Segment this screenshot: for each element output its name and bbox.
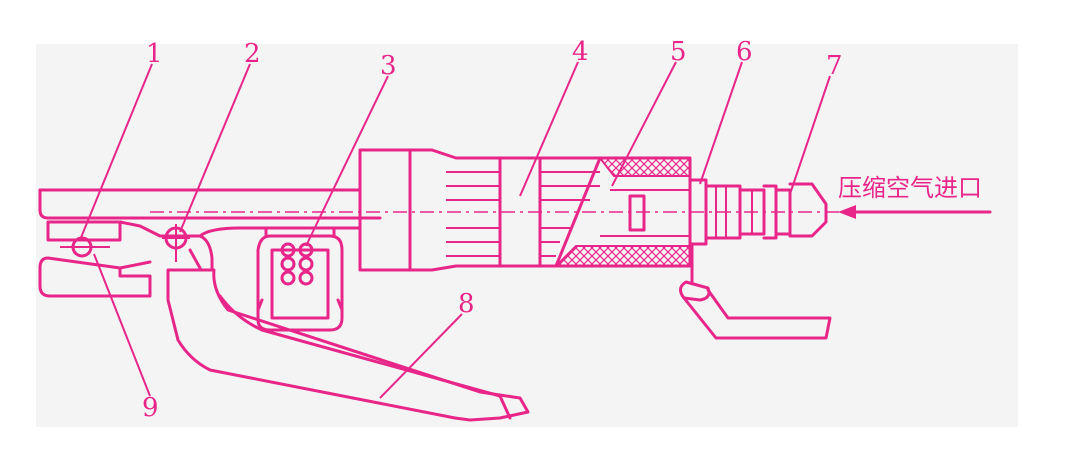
spring-box [256, 228, 344, 332]
air-inlet-arrow [838, 205, 992, 219]
leader-lines [79, 61, 831, 399]
hose-fitting [688, 178, 828, 246]
callout-2: 2 [244, 39, 261, 69]
upper-jaw [46, 220, 202, 242]
lower-body [198, 226, 362, 238]
callout-labels: 1 2 3 4 5 6 7 8 9 [142, 37, 843, 423]
power-cable [679, 242, 832, 340]
callout-4: 4 [572, 37, 589, 67]
callout-5: 5 [670, 37, 687, 67]
lever-link [188, 234, 214, 270]
callout-9: 9 [142, 393, 159, 423]
upper-arm [38, 188, 382, 220]
lower-jaw [38, 256, 152, 298]
callout-7: 7 [826, 51, 843, 81]
handle-lever [166, 268, 530, 422]
callout-6: 6 [736, 37, 753, 67]
callout-1: 1 [146, 39, 163, 69]
insulation-sleeve [553, 156, 691, 268]
callout-3: 3 [380, 51, 397, 81]
pivot-pin [162, 224, 190, 262]
inlet-label: 压缩空气进口 [838, 174, 982, 202]
body-grip-lines [446, 171, 600, 257]
callout-8: 8 [458, 289, 475, 319]
electrode-pin [60, 236, 110, 258]
